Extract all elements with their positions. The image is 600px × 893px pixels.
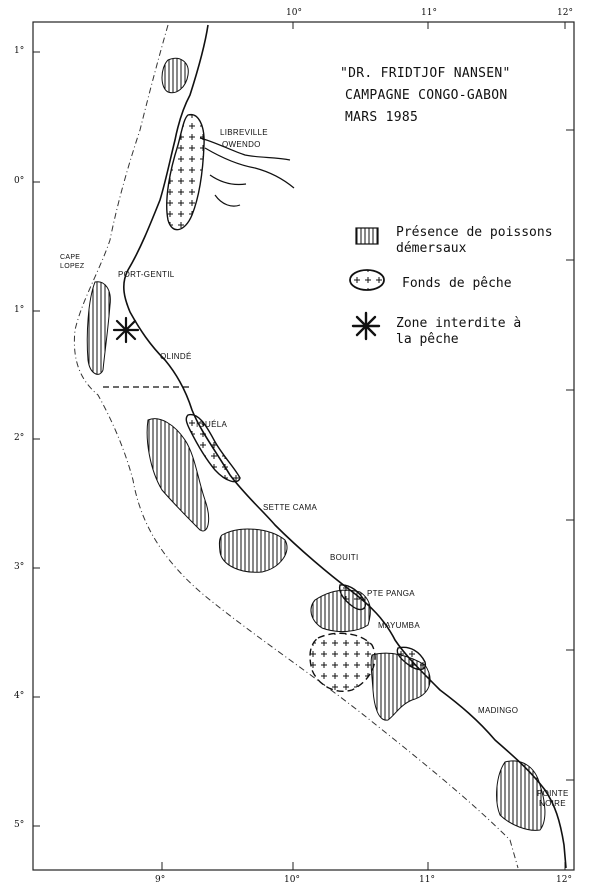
lon-label-10: 10° (284, 875, 300, 885)
lon-top-label-11: 11° (421, 8, 437, 18)
lat-label-2s: 2° (14, 433, 25, 443)
legend-forbidden-symbol (351, 311, 381, 341)
lon-label-9: 9° (155, 875, 166, 885)
fishing-grounds (166, 113, 427, 692)
legend-fishing-label: Fonds de pêche (402, 276, 512, 291)
estuary (199, 137, 295, 207)
lon-top-label-12: 12° (557, 8, 573, 18)
legend-forbidden-label: Zone interdite à la pêche (396, 316, 521, 348)
demersal-area-pointenoire (496, 760, 546, 831)
survey-date: MARS 1985 (345, 110, 419, 125)
forbidden-zone-marker (112, 316, 140, 344)
legend-demersal-label: Présence de poissons démersaux (396, 225, 553, 257)
place-owendo: OWENDO (222, 140, 261, 149)
right-frame-marks (566, 129, 574, 781)
lat-label-5s: 5° (14, 820, 25, 830)
place-sette-cama: SETTE CAMA (263, 503, 318, 512)
legend-demersal-symbol (355, 227, 379, 245)
demersal-area-iguela (146, 418, 210, 532)
legend-demersal-line2: démersaux (396, 241, 467, 256)
lat-label-4s: 4° (14, 691, 25, 701)
demersal-area-north (161, 57, 189, 94)
demersal-areas (86, 57, 546, 831)
place-iguela: IGUÉLA (196, 420, 228, 429)
lat-label-1n: 1° (14, 46, 25, 56)
map-frame (32, 21, 575, 871)
place-mayumba: MAYUMBA (378, 621, 420, 630)
place-pte-panga: PTE PANGA (367, 589, 415, 598)
lon-top-label-10: 10° (286, 8, 302, 18)
lat-label-0: 0° (14, 176, 25, 186)
legend-forbidden-line2: la pêche (396, 332, 459, 347)
legend-demersal-line1: Présence de poissons (396, 225, 553, 240)
legend-fishing-symbol (349, 269, 385, 291)
campaign-title: CAMPAGNE CONGO-GABON (345, 88, 508, 103)
demersal-area-gentil (86, 281, 111, 375)
place-port-gentil: PORT-GENTIL (118, 270, 175, 279)
longitude-ticks (161, 22, 566, 870)
place-cap-lopez: CAPE LOPEZ (60, 254, 85, 270)
place-olinde: OLINDÉ (160, 352, 192, 361)
place-pointe-noire-1: POINTE (537, 789, 569, 798)
place-bouiti: BOUITI (330, 553, 359, 562)
place-pointe-noire-2: NOIRE (539, 799, 566, 808)
shelf-edge-line (73, 24, 519, 869)
lat-label-1s: 1° (14, 305, 25, 315)
legend-forbidden-line1: Zone interdite à (396, 316, 522, 331)
fishing-ground-iguela (185, 413, 241, 483)
latitude-ticks (33, 51, 40, 827)
fishing-ground-mayumba (396, 646, 427, 671)
lon-label-12: 12° (556, 875, 572, 885)
lat-label-3s: 3° (14, 562, 25, 572)
demersal-area-settecama (218, 528, 288, 573)
survey-vessel-title: "DR. FRIDTJOF NANSEN" (340, 66, 511, 81)
place-libreville: LIBREVILLE (220, 128, 268, 137)
lon-label-11: 11° (419, 875, 435, 885)
fishing-ground-offshore (309, 632, 376, 692)
place-madingo: MADINGO (478, 706, 519, 715)
fishing-ground-libreville (166, 113, 205, 231)
fishing-ground-pteganga (338, 584, 367, 611)
